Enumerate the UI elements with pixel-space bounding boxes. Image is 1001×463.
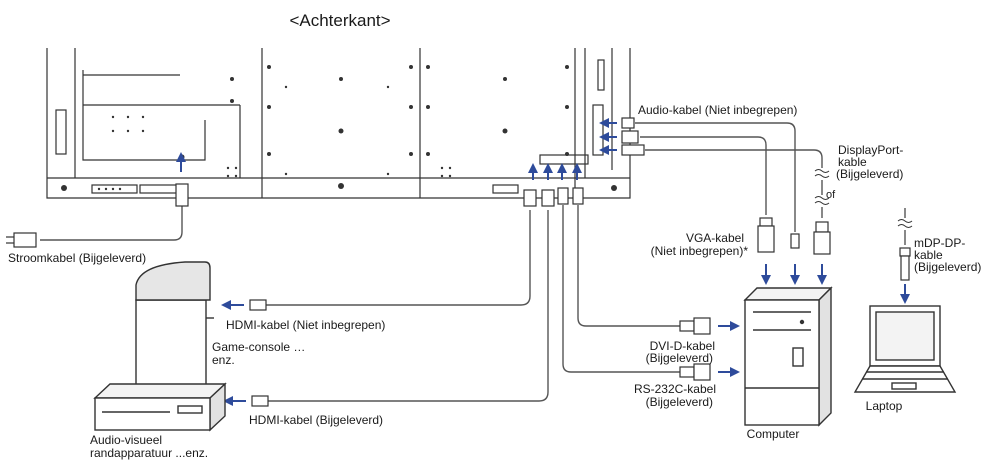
arrow-icon [176, 118, 910, 406]
computer-tower-icon [743, 286, 833, 427]
cables [40, 122, 906, 402]
label-game-2: enz. [212, 353, 235, 367]
laptop-icon [853, 305, 957, 393]
label-laptop: Laptop [866, 399, 903, 413]
power-plug-icon [6, 232, 37, 248]
label-mdp-1: mDP-DP- [914, 236, 965, 250]
cable-connectors [175, 117, 911, 407]
label-displayport-2: kable [838, 155, 867, 169]
label-rs232-1: RS-232C-kabel [634, 382, 716, 396]
label-rs232-2: (Bijgeleverd) [646, 395, 713, 409]
label-of: of [826, 189, 836, 201]
label-av-2: randapparatuur ...enz. [90, 446, 208, 460]
label-mdp-2: kable [914, 248, 943, 262]
label-mdp-3: (Bijgeleverd) [914, 260, 981, 274]
label-dvi-1: DVI-D-kabel [650, 339, 715, 353]
label-av-1: Audio-visueel [90, 433, 162, 447]
label-displayport-1: DisplayPort- [838, 143, 903, 157]
label-hdmi-1: HDMI-kabel (Niet inbegrepen) [226, 318, 385, 332]
label-audio-kabel: Audio-kabel (Niet inbegrepen) [638, 103, 797, 117]
label-stroomkabel: Stroomkabel (Bijgeleverd) [8, 251, 146, 265]
av-device-icon [93, 382, 227, 432]
label-game-1: Game-console … [212, 340, 305, 354]
label-displayport-3: (Bijgeleverd) [836, 167, 903, 181]
diagram-title: <Achterkant> [289, 11, 390, 30]
label-dvi-2: (Bijgeleverd) [646, 351, 713, 365]
label-hdmi-2: HDMI-kabel (Bijgeleverd) [249, 413, 383, 427]
label-vga-2: (Niet inbegrepen)* [651, 244, 749, 258]
label-vga-1: VGA-kabel [686, 231, 744, 245]
label-computer: Computer [747, 427, 800, 441]
monitor-rear [46, 48, 631, 199]
cable-break-marks [814, 169, 913, 228]
